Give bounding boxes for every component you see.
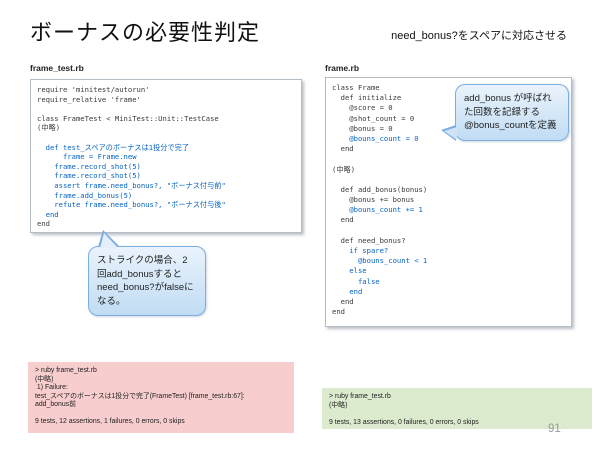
code-line: frame.add_bonus(5) [37,190,133,200]
code-line: 9 tests, 12 assertions, 1 failures, 0 er… [35,418,185,425]
code-line: def initialize [332,93,402,103]
code-line: @bouns_count = 0 [332,133,419,143]
code-line: @score = 0 [332,103,393,113]
code-line: def need_bonus? [332,235,406,245]
code-panel-frame-test: require 'minitest/autorun'require_relati… [30,79,302,233]
code-line: (中略) [35,375,54,383]
code-line: false [332,276,380,286]
code-line: add_bonus前 [35,401,76,408]
slide-subtitle: need_bonus?をスペアに対応させる [391,30,567,42]
code-line: end [37,219,50,229]
code-line: else [332,266,367,276]
code-line: class FrameTest < MiniTest::Unit::TestCa… [37,113,219,123]
code-line: assert frame.need_bonus?, "ボーナス付与前" [37,180,226,190]
page-number: 91 [548,423,561,435]
code-line: if spare? [332,246,389,255]
code-line: (中略) [37,123,61,133]
code-line: def add_bonus(bonus) [332,184,428,194]
code-line [329,410,585,419]
code-line: @bonus += bonus [332,195,415,205]
code-line: @bonus = 0 [332,123,393,133]
callout-text: add_bonus が呼ばれた回数を記録する@bonus_countを定義 [464,93,557,131]
slide-title: ボーナスの必要性判定 [30,20,261,45]
file-label-frame: frame.rb [325,63,360,73]
code-line: end [332,296,354,306]
code-line: (中略) [329,401,348,409]
code-line: frame = Frame.new [37,152,137,162]
code-line: test_スペアのボーナスは1投分で完了(FrameTest) [frame_t… [35,392,245,400]
file-label-frame-test: frame_test.rb [30,63,84,73]
terminal-output-success: > ruby frame_test.rb(中略) 9 tests, 13 ass… [322,388,592,429]
code-line: @shot_count = 0 [332,113,415,123]
code-line [35,410,287,419]
code-line [332,175,565,185]
code-line: frame.record_shot(5) [37,171,141,181]
code-line: require 'minitest/autorun' [37,85,150,94]
code-line [332,226,565,236]
callout-tail-icon [100,233,118,248]
code-line: end [332,215,354,225]
code-line: (中略) [332,164,356,174]
code-line: require_relative 'frame' [37,94,141,104]
code-line [332,154,565,164]
code-line: frame.record_shot(5) [37,161,141,171]
callout-text: ストライクの場合、2回add_bonusするとneed_bonus?がfalse… [97,255,194,307]
code-line: end [332,307,345,317]
code-line [37,104,295,114]
code-line: refute frame.need_bonus?, "ボーナス付与後" [37,200,226,210]
code-line [37,133,295,143]
code-line: 1) Failure: [35,384,68,391]
code-line: > ruby frame_test.rb [35,367,97,374]
callout-strike-case: ストライクの場合、2回add_bonusするとneed_bonus?がfalse… [88,230,206,316]
terminal-output-failure: > ruby frame_test.rb(中略) 1) Failure:test… [28,362,294,433]
code-line: 9 tests, 13 assertions, 0 failures, 0 er… [329,418,479,426]
code-line: def test_スペアのボーナスは1投分で完了 [37,142,190,152]
code-line: class Frame [332,83,380,92]
callout-bonus-count: add_bonus が呼ばれた回数を記録する@bonus_countを定義 [441,84,569,141]
code-line: @bouns_count += 1 [332,205,423,215]
code-line: @bouns_count < 1 [332,256,428,266]
code-line: end [37,209,59,219]
code-line: end [332,286,363,296]
callout-tail-icon [444,127,457,140]
code-line: > ruby frame_test.rb [329,393,391,400]
code-line: end [332,144,354,154]
